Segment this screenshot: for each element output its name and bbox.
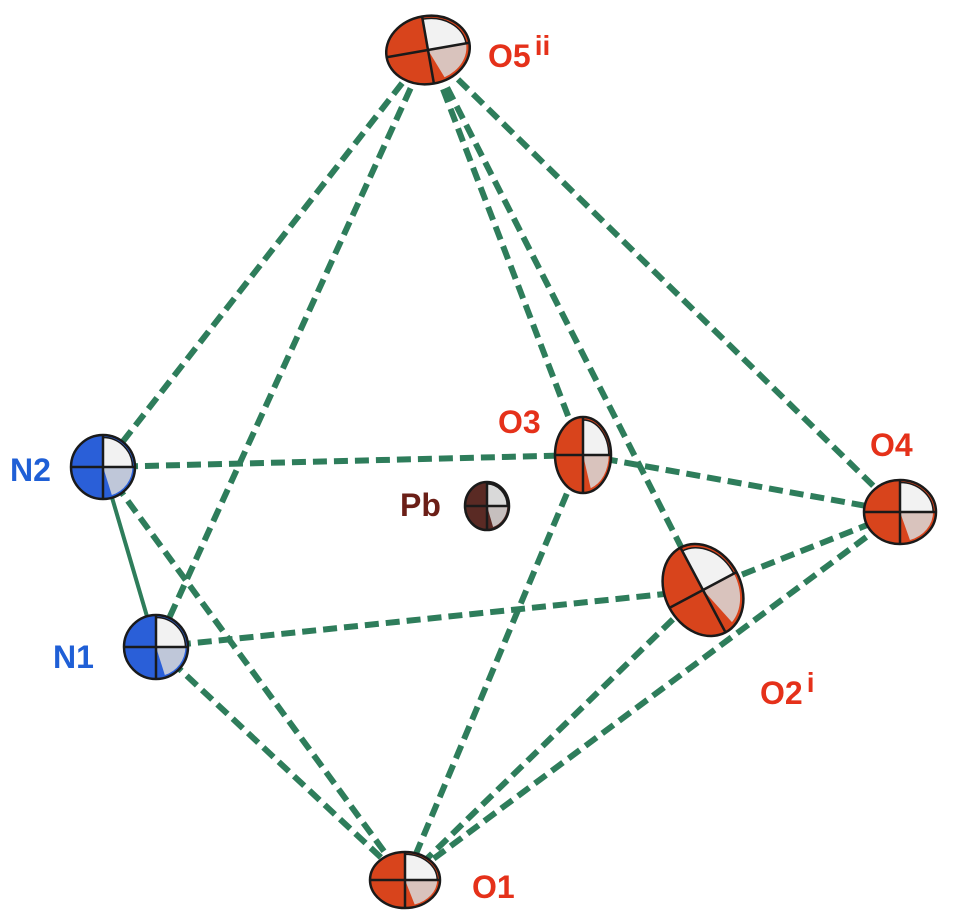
atom-o1 bbox=[368, 850, 442, 910]
octant-pb bbox=[486, 483, 508, 507]
octant-o5 bbox=[421, 17, 467, 51]
dashed-contact-o5-o4 bbox=[425, 47, 903, 515]
atom-o4 bbox=[862, 478, 938, 546]
dashed-contact-o3-o4 bbox=[582, 452, 901, 515]
octant-shade-n1 bbox=[156, 647, 186, 675]
octant-shade-o3 bbox=[583, 455, 609, 489]
atom-label-pb: Pb bbox=[400, 487, 441, 523]
atom-label-text: O1 bbox=[472, 869, 515, 905]
atom-label-text: O5 bbox=[488, 38, 531, 74]
dashed-contact-o2-o1 bbox=[402, 587, 706, 883]
octant-o1 bbox=[404, 853, 438, 881]
axis-b-o5 bbox=[420, 16, 436, 84]
axis-b-o2 bbox=[679, 547, 727, 633]
dashed-contact-n1-o1 bbox=[153, 644, 408, 883]
atom-label-text: O2 bbox=[760, 675, 803, 711]
dashed-contact-o5-n2 bbox=[100, 48, 431, 469]
atom-label-text: N2 bbox=[10, 452, 51, 488]
dashed-contact-o4-o1 bbox=[403, 509, 902, 883]
atom-o5 bbox=[384, 14, 472, 86]
atom-label-o1: O1 bbox=[472, 869, 515, 905]
dashed-contact-n1-o2 bbox=[155, 587, 704, 650]
dashed-contact-o5-o2 bbox=[425, 48, 706, 592]
octant-shade-pb bbox=[487, 506, 508, 527]
bonds-layer bbox=[100, 47, 903, 883]
octant-shade-n2 bbox=[103, 467, 133, 495]
atom-n1 bbox=[122, 613, 190, 681]
dashed-contact-n2-o1 bbox=[100, 465, 408, 882]
dashed-contact-o3-o1 bbox=[402, 453, 586, 882]
atom-label-text: O3 bbox=[498, 404, 541, 440]
atom-label-superscript: i bbox=[807, 667, 815, 698]
atoms-layer bbox=[69, 14, 938, 910]
atom-pb bbox=[463, 480, 511, 532]
octant-n1 bbox=[155, 616, 187, 648]
atom-label-o3: O3 bbox=[498, 404, 541, 440]
octant-o4 bbox=[899, 481, 934, 513]
atom-label-text: O4 bbox=[870, 427, 913, 463]
atom-label-o4: O4 bbox=[870, 427, 913, 463]
octant-shade-o1 bbox=[405, 880, 438, 905]
atom-label-superscript: ii bbox=[535, 30, 551, 61]
octant-shade-o5 bbox=[428, 43, 467, 78]
dashed-contact-o5-n1 bbox=[153, 48, 431, 649]
atom-label-n1: N1 bbox=[53, 639, 94, 675]
dashed-contact-n2-o3 bbox=[102, 452, 584, 470]
atom-label-text: Pb bbox=[400, 487, 441, 523]
dashed-contact-o5-o3 bbox=[425, 48, 586, 457]
atom-label-text: N1 bbox=[53, 639, 94, 675]
atom-o2 bbox=[661, 542, 745, 638]
atom-o3 bbox=[553, 415, 613, 495]
octant-n2 bbox=[102, 436, 134, 468]
octant-o3 bbox=[582, 419, 610, 456]
atom-n2 bbox=[69, 433, 137, 501]
atom-label-n2: N2 bbox=[10, 452, 51, 488]
octant-shade-o4 bbox=[900, 512, 934, 540]
